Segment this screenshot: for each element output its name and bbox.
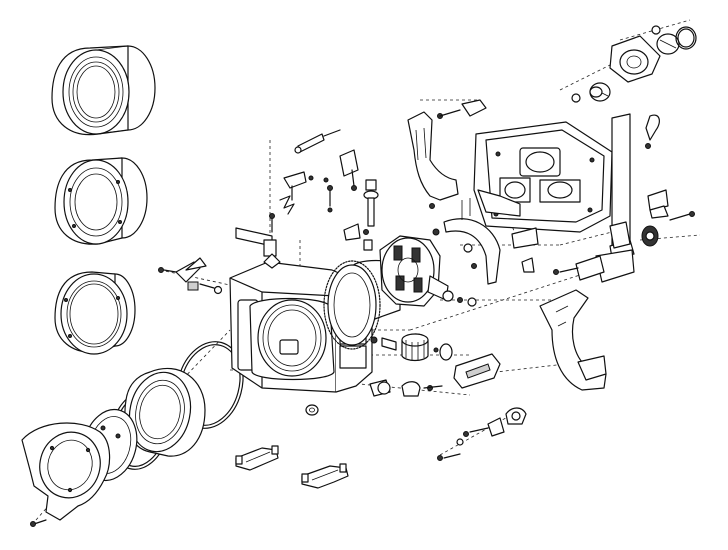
bottom-clip-left <box>235 445 279 471</box>
pin-and-spring-parts <box>279 129 379 251</box>
top-cover-frame <box>461 121 613 233</box>
zoom-gear-ring <box>323 260 381 350</box>
bottom-clip-right <box>301 463 349 489</box>
port-ring-middle <box>54 157 148 245</box>
sunshade-hood <box>21 422 111 521</box>
control-lever <box>235 213 281 269</box>
motor-gear-assembly <box>379 203 477 307</box>
mount-bracket-right <box>511 227 605 281</box>
top-right-knob-assembly <box>571 25 697 103</box>
body-small-parts-bottom <box>305 379 443 416</box>
left-handle-grip <box>407 99 487 201</box>
port-retaining-ring <box>124 367 206 457</box>
main-housing-body <box>229 259 401 393</box>
right-handle-lower <box>539 289 607 391</box>
cam-lever <box>443 218 535 285</box>
right-upright-post <box>595 113 695 283</box>
latch-assembly-left <box>158 257 223 295</box>
lower-middle-small-parts <box>437 407 527 461</box>
control-knob <box>370 333 453 362</box>
port-ring-lower <box>54 271 136 355</box>
port-ring-top <box>51 45 156 136</box>
screw-bottom-left <box>30 519 47 527</box>
release-plate <box>453 353 501 389</box>
